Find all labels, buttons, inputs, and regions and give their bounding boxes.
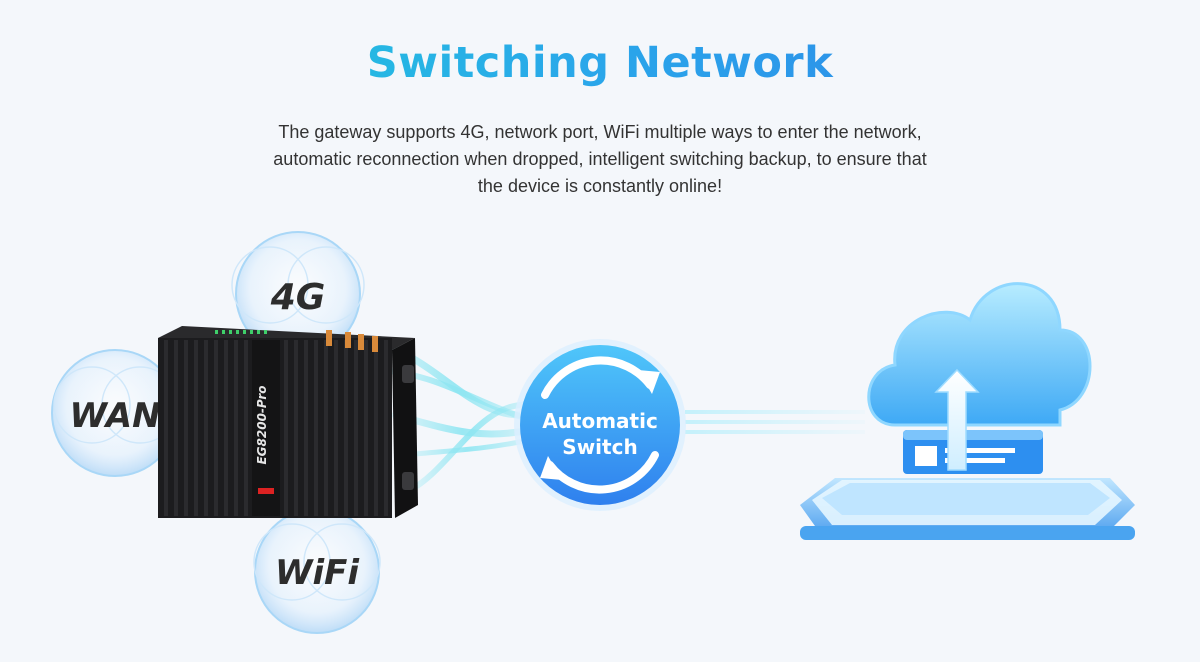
bubble-wifi: WiFi [253, 508, 381, 634]
refresh-cycle-icon [541, 356, 659, 494]
cloud-upload-server-icon [800, 282, 1135, 540]
switch-label-line1: Automatic [542, 409, 658, 433]
gateway-device: EG8200-Pro [158, 326, 418, 518]
bubble-4g-label: 4G [270, 277, 326, 318]
bubble-wan: WAN [51, 349, 179, 477]
page-title: Switching Network [0, 38, 1200, 88]
switch-to-cloud-beam [685, 410, 865, 434]
device-model-label: EG8200-Pro [255, 385, 269, 464]
bubble-wifi-label: WiFi [275, 553, 360, 593]
bubble-4g: 4G [231, 231, 365, 357]
description-line-1: The gateway supports 4G, network port, W… [278, 122, 922, 142]
page-description: The gateway supports 4G, network port, W… [200, 119, 1000, 200]
description-line-3: the device is constantly online! [477, 176, 723, 196]
automatic-switch-node: Automatic Switch [514, 339, 686, 511]
description-line-2: automatic reconnection when dropped, int… [273, 149, 927, 169]
antenna-connectors [326, 330, 378, 352]
switch-label-line2: Switch [562, 435, 637, 459]
bubble-wan-label: WAN [69, 396, 160, 436]
